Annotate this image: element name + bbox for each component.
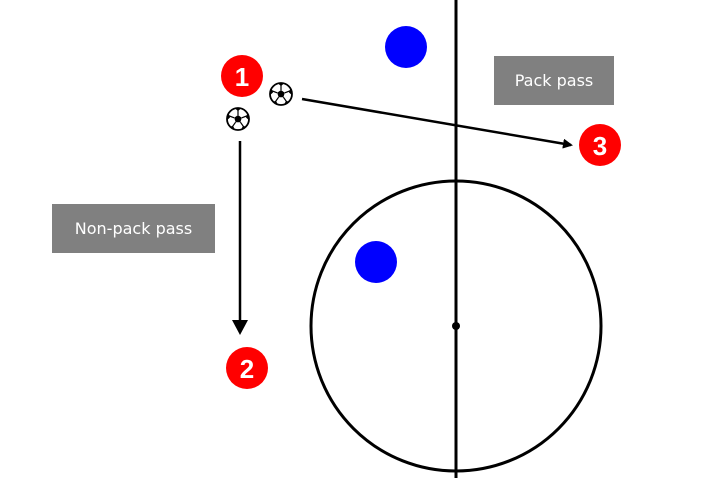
non-pack-pass-arrowhead [232,320,248,335]
red-player-2: 2 [226,347,268,389]
blue-player [385,26,427,68]
red-player-3: 3 [579,124,621,166]
red-player-1: 1 [221,55,263,97]
pack-pass-arrow [301,97,573,149]
player-number: 2 [240,354,254,384]
player-number: 1 [235,62,249,92]
pack-pass-label: Pack pass [494,56,614,105]
blue-player [355,241,397,283]
player-number: 3 [593,131,607,161]
soccer-ball-icon [226,107,250,131]
center-circle [309,179,603,473]
soccer-ball-icon [269,82,293,106]
non-pack-pass-label: Non-pack pass [52,204,215,253]
center-spot [452,322,460,330]
